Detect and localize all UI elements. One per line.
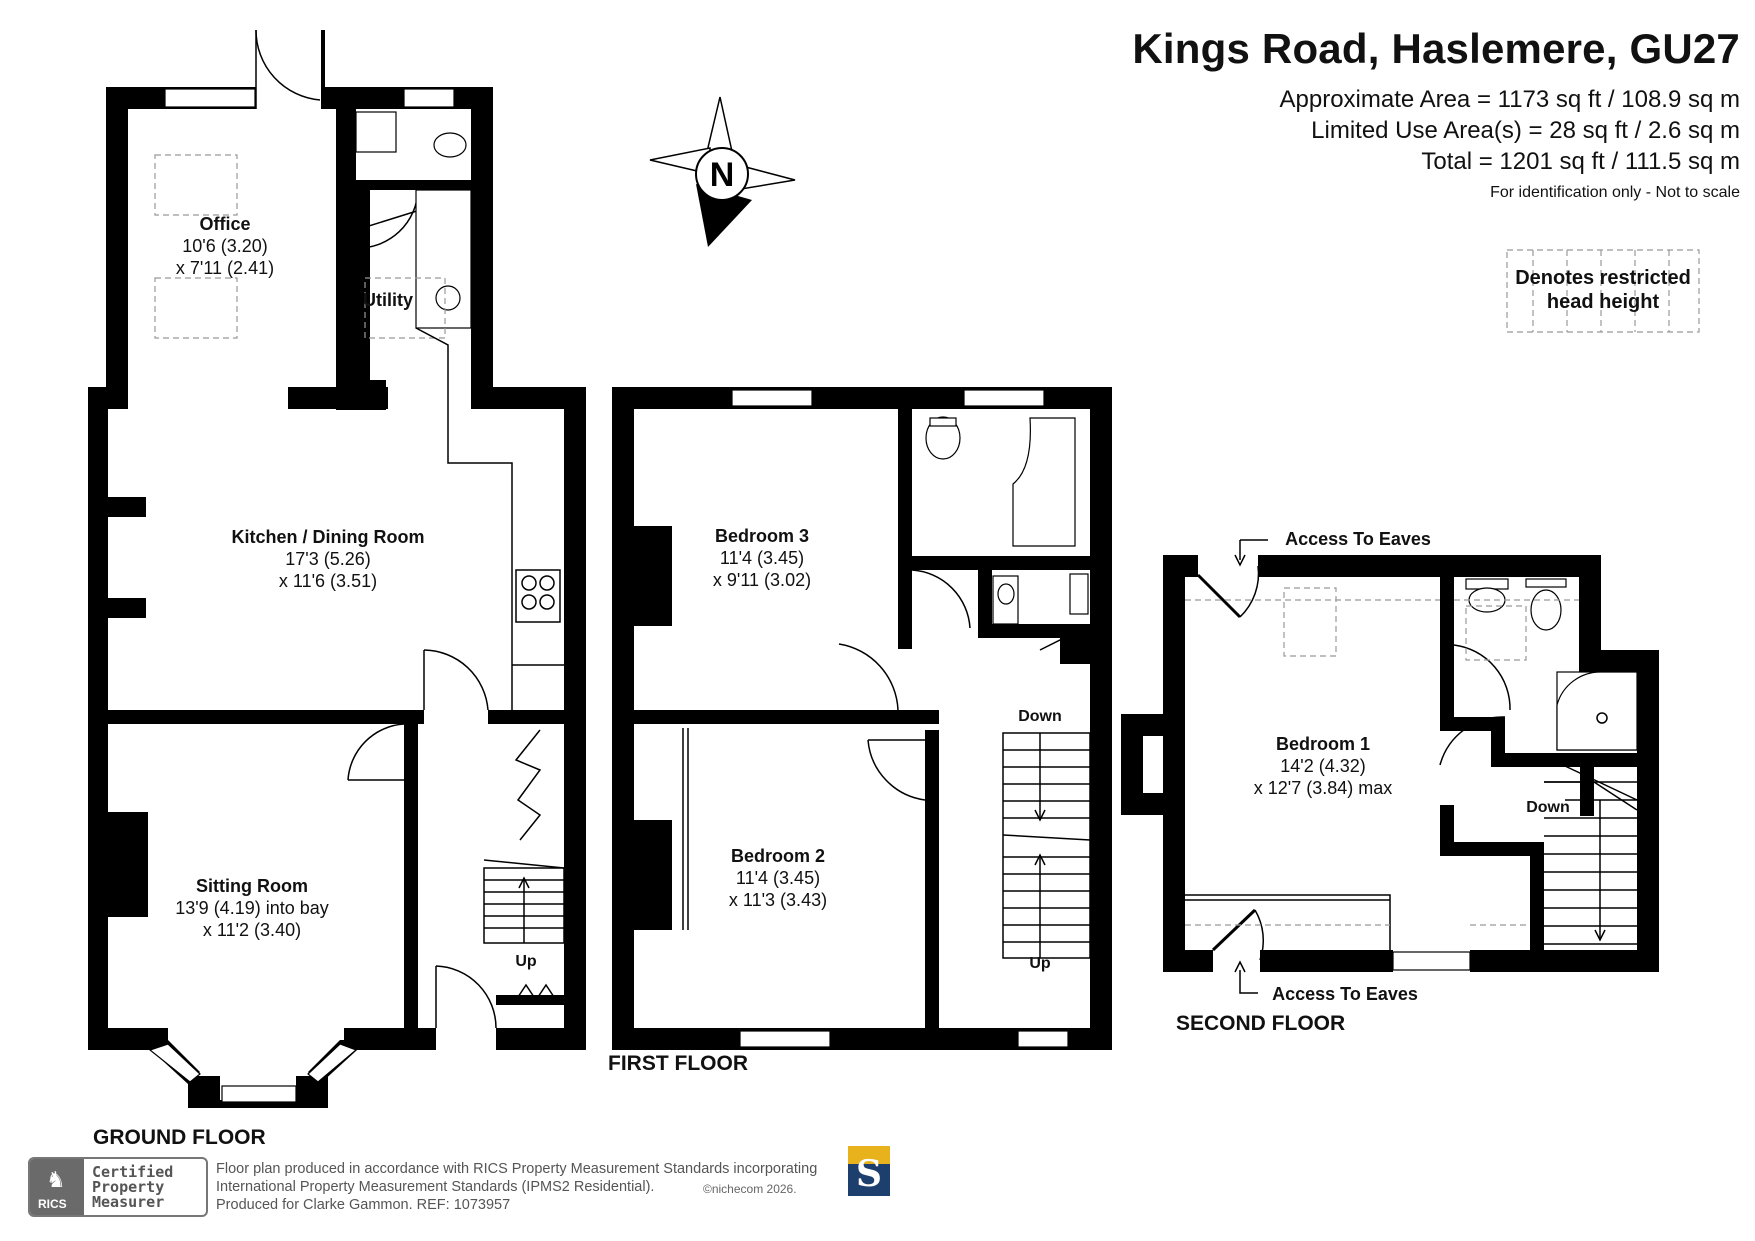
property-title: Kings Road, Haslemere, GU27 (1132, 25, 1740, 72)
second-floor-label: SECOND FLOOR (1176, 1012, 1345, 1035)
utility-label: Utility (363, 290, 413, 310)
kitchen-label: Kitchen / Dining Room (232, 527, 425, 547)
legend-line2: head height (1547, 291, 1660, 313)
ground-stairs-up: Up (515, 953, 537, 970)
sitting-room-dim1: 13'9 (4.19) into bay (175, 898, 329, 918)
bedroom1-dim2: x 12'7 (3.84) max (1254, 778, 1393, 798)
footer-line2: International Property Measurement Stand… (216, 1179, 655, 1195)
identification-note: For identification only - Not to scale (1490, 184, 1740, 201)
copyright-text: ©nichecom 2026. (703, 1182, 797, 1196)
eaves-bottom-label: Access To Eaves (1272, 984, 1418, 1004)
total-area: Total = 1201 sq ft / 111.5 sq m (1421, 148, 1740, 175)
first-stairs-down: Down (1018, 708, 1062, 725)
office-dim1: 10'6 (3.20) (182, 236, 268, 256)
second-floor-plan: Access To Eaves Access To Eaves Bedroom … (1121, 529, 1659, 1035)
second-stairs-down: Down (1526, 799, 1570, 816)
first-floor-plan: Bedroom 3 11'4 (3.45) x 9'11 (3.02) Bedr… (608, 387, 1112, 1075)
lion-icon: ♞ (46, 1167, 66, 1192)
rics-logo: ♞ RICS (30, 1159, 84, 1215)
rics-logo-text: RICS (38, 1197, 67, 1211)
ground-floor-plan: Office 10'6 (3.20) x 7'11 (2.41) Utility… (88, 29, 586, 1149)
kitchen-dim2: x 11'6 (3.51) (279, 571, 377, 591)
first-stairs-up: Up (1029, 955, 1051, 972)
brand-letter: S (856, 1153, 882, 1195)
badge-line3: Measurer (92, 1193, 165, 1211)
eaves-top-label: Access To Eaves (1285, 529, 1431, 549)
sitting-room-label: Sitting Room (196, 876, 308, 896)
bedroom2-dim2: x 11'3 (3.43) (729, 890, 827, 910)
ground-floor-label: GROUND FLOOR (93, 1126, 266, 1149)
office-label: Office (199, 214, 250, 234)
limited-use-area: Limited Use Area(s) = 28 sq ft / 2.6 sq … (1311, 117, 1740, 144)
brand-logo-icon: S (848, 1146, 890, 1196)
bedroom1-dim1: 14'2 (4.32) (1280, 756, 1366, 776)
approximate-area: Approximate Area = 1173 sq ft / 108.9 sq… (1279, 86, 1741, 113)
badge-line2: Property (92, 1178, 165, 1196)
restricted-height-legend: Denotes restricted head height (1506, 249, 1700, 333)
bedroom1-label: Bedroom 1 (1276, 734, 1370, 754)
footer-line3: Produced for Clarke Gammon. REF: 1073957 (216, 1197, 511, 1213)
footer-line1: Floor plan produced in accordance with R… (216, 1161, 818, 1177)
sitting-room-dim2: x 11'2 (3.40) (203, 920, 301, 940)
bedroom3-dim2: x 9'11 (3.02) (713, 570, 811, 590)
compass-label: N (710, 156, 735, 194)
badge-text: Certified Property Measurer (92, 1165, 173, 1210)
legend-line1: Denotes restricted (1515, 267, 1691, 289)
rics-certified-badge: ♞ RICS Certified Property Measurer (28, 1157, 208, 1217)
kitchen-dim1: 17'3 (5.26) (285, 549, 371, 569)
bedroom3-label: Bedroom 3 (715, 526, 809, 546)
north-arrow-icon: N (649, 96, 796, 247)
bedroom2-label: Bedroom 2 (731, 846, 825, 866)
first-floor-label: FIRST FLOOR (608, 1052, 748, 1075)
office-dim2: x 7'11 (2.41) (176, 258, 274, 278)
bedroom2-dim1: 11'4 (3.45) (736, 868, 820, 888)
bedroom3-dim1: 11'4 (3.45) (720, 548, 804, 568)
badge-line1: Certified (92, 1163, 174, 1181)
